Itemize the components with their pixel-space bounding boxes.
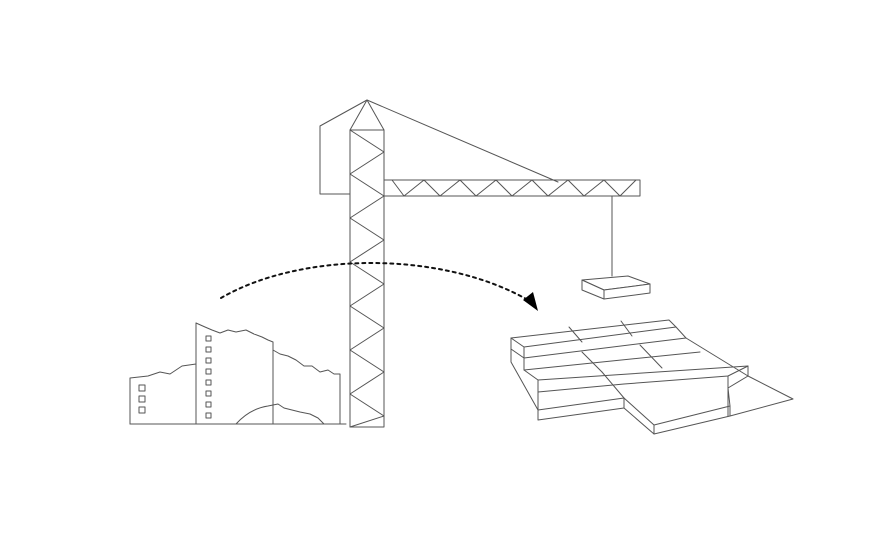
tower-crane [319,99,651,428]
left-building-outline [129,363,197,425]
crane-tie-cable [366,99,559,183]
platform-upper-step-front [510,326,677,348]
platform-lower-front [537,397,625,411]
transfer-arrow [220,262,538,311]
platform-seam-4 [639,344,663,369]
right-ruin-outline [272,349,341,425]
ruined-buildings [129,322,347,425]
tall-building-windows [205,335,212,419]
crane-mast-bracing [349,129,385,428]
crane-mast [349,129,385,428]
crane-jib-truss [391,179,637,197]
rubble-mound [235,403,325,425]
platform-seam-1 [568,326,583,343]
left-building-windows [138,384,146,414]
modular-platform [510,319,794,435]
suspended-slab [581,275,651,300]
platform-middle-tier [523,337,749,381]
dashed-arrow-path [220,262,529,301]
platform-front-slab [623,387,731,435]
platform-top-edge [510,319,677,339]
platform-lower-mid [537,365,749,393]
platform-front-slab-top [653,405,731,426]
platform-seam-2 [620,320,633,337]
platform-lower-left [510,348,625,421]
crane-counter-jib [319,99,368,195]
platform-seam-3 [581,351,603,373]
platform-right-extension [727,375,794,417]
arrowhead-icon [523,292,538,311]
platform-seam-5 [523,351,701,371]
platform-front-slab-riser [623,407,655,435]
platform-upper-step [510,326,687,359]
tall-building-outline [195,322,274,425]
crane-apex [349,99,385,131]
